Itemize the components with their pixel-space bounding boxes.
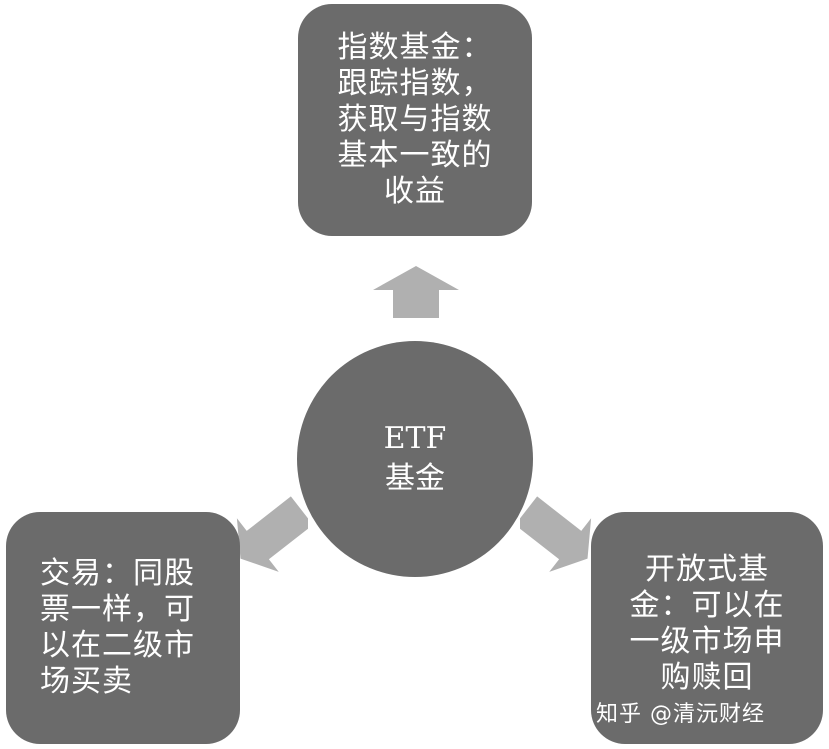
trading-text: 交易：同股 票一样，可 以在二级市 场买卖 — [40, 556, 195, 699]
etf-label: ETF — [383, 421, 447, 456]
arrow-right-icon — [520, 496, 592, 572]
index-fund-box: 指数基金： 跟踪指数， 获取与指数 基本一致的 收益 — [298, 4, 532, 236]
index-fund-text: 指数基金： 跟踪指数， 获取与指数 基本一致的 收益 — [337, 30, 493, 209]
watermark: 知乎 @清沅财经 — [596, 702, 765, 727]
open-end-fund-box: 开放式基 金：可以在 一级市场申 购赎回 — [591, 512, 823, 744]
arrow-up-icon — [373, 266, 459, 318]
arrow-left-icon — [236, 496, 308, 572]
open-end-fund-text: 开放式基 金：可以在 一级市场申 购赎回 — [629, 552, 785, 695]
trading-box: 交易：同股 票一样，可 以在二级市 场买卖 — [6, 512, 240, 744]
etf-fund-circle: ETF 基金 — [297, 341, 533, 577]
fund-label: 基金 — [385, 461, 445, 496]
